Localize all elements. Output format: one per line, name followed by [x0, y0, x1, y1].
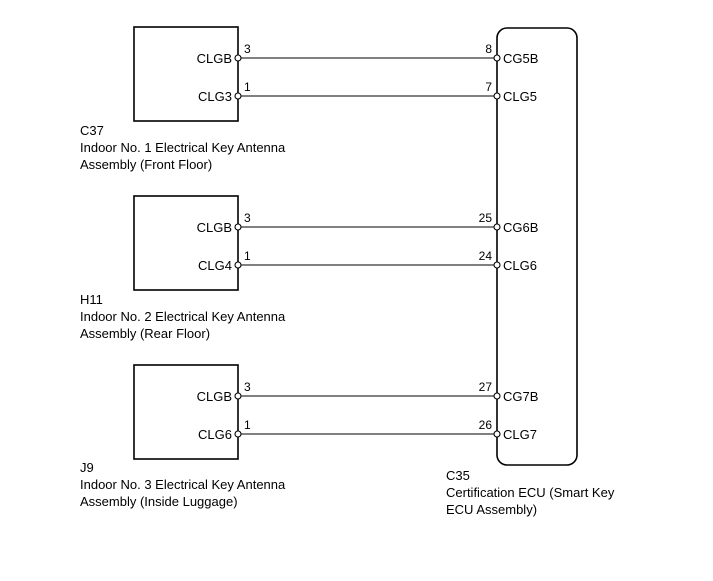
terminal: [493, 54, 501, 62]
pin-label: CLG3: [198, 89, 232, 104]
ecu-pin-label: CLG5: [503, 89, 537, 104]
antenna-1-box: [133, 26, 239, 122]
terminal: [493, 223, 501, 231]
pin-label: CLGB: [197, 220, 232, 235]
ecu-box: [496, 27, 578, 466]
ecu-pin-number: 7: [485, 80, 492, 94]
terminal: [493, 261, 501, 269]
pin-number: 3: [244, 42, 251, 56]
terminal: [493, 92, 501, 100]
pin-label: CLGB: [197, 389, 232, 404]
ecu-code: C35: [446, 468, 470, 483]
pin-number: 3: [244, 211, 251, 225]
antenna-2-box: [133, 195, 239, 291]
antenna-3-name-line1: Indoor No. 3 Electrical Key Antenna: [80, 477, 286, 492]
terminal: [234, 261, 242, 269]
antenna-2-code: H11: [80, 292, 103, 307]
pin-number: 3: [244, 380, 251, 394]
ecu-pin-label: CLG7: [503, 427, 537, 442]
terminal: [493, 392, 501, 400]
antenna-2: CLGB CLG4 3 1 25 24 CG6B CLG6 H11 Indoor…: [80, 195, 538, 341]
ecu-pin-label: CG7B: [503, 389, 538, 404]
pin-label: CLG4: [198, 258, 232, 273]
pin-label: CLGB: [197, 51, 232, 66]
terminal: [493, 430, 501, 438]
pin-label: CLG6: [198, 427, 232, 442]
antenna-1-name-line2: Assembly (Front Floor): [80, 157, 212, 172]
antenna-1-name-line1: Indoor No. 1 Electrical Key Antenna: [80, 140, 286, 155]
ecu-pin-number: 25: [479, 211, 493, 225]
terminal: [234, 54, 242, 62]
ecu-pin-number: 27: [479, 380, 493, 394]
antenna-1: CLGB CLG3 3 1 8 7 CG5B CLG5 C37 Indoor N…: [80, 26, 538, 172]
pin-number: 1: [244, 80, 251, 94]
antenna-3-box: [133, 364, 239, 460]
terminal: [234, 430, 242, 438]
terminal: [234, 223, 242, 231]
antenna-2-name-line1: Indoor No. 2 Electrical Key Antenna: [80, 309, 286, 324]
antenna-3: CLGB CLG6 3 1 27 26 CG7B CLG7 J9 Indoor …: [80, 364, 538, 509]
ecu-pin-label: CG5B: [503, 51, 538, 66]
ecu-pin-number: 8: [485, 42, 492, 56]
antenna-3-name-line2: Assembly (Inside Luggage): [80, 494, 238, 509]
ecu-pin-label: CLG6: [503, 258, 537, 273]
antenna-2-name-line2: Assembly (Rear Floor): [80, 326, 210, 341]
pin-number: 1: [244, 249, 251, 263]
ecu-pin-number: 26: [479, 418, 493, 432]
ecu-pin-number: 24: [479, 249, 493, 263]
ecu-name-line2: ECU Assembly): [446, 502, 537, 517]
ecu-pin-label: CG6B: [503, 220, 538, 235]
terminal: [234, 92, 242, 100]
terminal: [234, 392, 242, 400]
pin-number: 1: [244, 418, 251, 432]
antenna-3-code: J9: [80, 460, 94, 475]
antenna-1-code: C37: [80, 123, 104, 138]
ecu-name-line1: Certification ECU (Smart Key: [446, 485, 615, 500]
